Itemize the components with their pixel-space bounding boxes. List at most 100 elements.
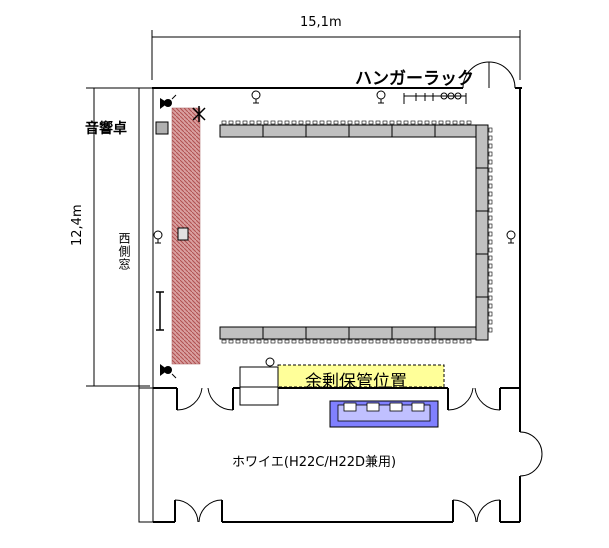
table: [434, 326, 479, 340]
chair: [488, 319, 493, 325]
chair: [368, 339, 374, 344]
chair: [326, 339, 332, 344]
chair: [242, 339, 248, 344]
hanger-rack-label: ハンガーラック: [355, 69, 474, 89]
chair: [228, 339, 234, 344]
chair: [375, 339, 381, 344]
chair: [361, 120, 367, 125]
chair: [445, 339, 451, 344]
table: [475, 124, 489, 169]
reception-desk: [239, 366, 279, 406]
table: [475, 296, 489, 341]
chair: [488, 151, 493, 157]
chair: [417, 120, 423, 125]
speaker-icon: [160, 94, 177, 109]
chair: [431, 339, 437, 344]
chair: [488, 199, 493, 205]
chair: [488, 223, 493, 229]
chair: [221, 339, 227, 344]
chair: [466, 339, 472, 344]
chair: [488, 135, 493, 141]
chair: [305, 120, 311, 125]
west-window-label: 西側窓: [117, 232, 131, 271]
chair: [424, 120, 430, 125]
chair: [319, 120, 325, 125]
spotlight-icon: [153, 230, 163, 244]
chair: [466, 120, 472, 125]
chair: [431, 120, 437, 125]
table: [434, 124, 479, 138]
stand-icon: [156, 291, 164, 331]
height-dimension-label: 12,4m: [70, 204, 85, 246]
chair: [368, 120, 374, 125]
table: [262, 326, 307, 340]
chair: [242, 120, 248, 125]
chair: [298, 339, 304, 344]
foyer-doors: [174, 499, 501, 523]
table: [475, 253, 489, 298]
chair: [249, 120, 255, 125]
chair: [298, 120, 304, 125]
chair: [284, 339, 290, 344]
width-dimension-label: 15,1m: [300, 15, 342, 30]
chair: [235, 120, 241, 125]
hanger-rack: [403, 92, 467, 104]
small-box: [177, 227, 189, 241]
chair: [284, 120, 290, 125]
chair: [459, 339, 465, 344]
table: [262, 124, 307, 138]
chair: [488, 303, 493, 309]
north-door: [462, 61, 516, 89]
chair: [488, 127, 493, 133]
chair: [417, 339, 423, 344]
chair: [347, 339, 353, 344]
chair: [228, 120, 234, 125]
chair: [263, 339, 269, 344]
table-layout: [219, 120, 493, 344]
chair: [375, 120, 381, 125]
table: [391, 124, 436, 138]
chair: [389, 120, 395, 125]
chair: [488, 287, 493, 293]
chair: [488, 191, 493, 197]
storage-rack: [329, 400, 439, 428]
east-door: [519, 431, 543, 477]
chair: [488, 279, 493, 285]
chair: [488, 175, 493, 181]
chair: [424, 339, 430, 344]
chair: [488, 167, 493, 173]
chair: [305, 339, 311, 344]
chair: [403, 339, 409, 344]
table: [348, 124, 393, 138]
chair: [354, 339, 360, 344]
speaker-icon: [160, 364, 177, 379]
chair: [312, 120, 318, 125]
chair: [488, 255, 493, 261]
table: [348, 326, 393, 340]
chair: [410, 120, 416, 125]
x-mark-icon: [192, 106, 206, 122]
table: [475, 210, 489, 255]
chair: [263, 120, 269, 125]
west-window-wall: [138, 87, 154, 523]
chair: [488, 207, 493, 213]
chair: [249, 339, 255, 344]
chair: [488, 231, 493, 237]
chair: [488, 183, 493, 189]
table: [219, 124, 264, 138]
chair: [333, 339, 339, 344]
foyer-south-wall: [153, 500, 520, 523]
chair: [452, 339, 458, 344]
chair: [319, 339, 325, 344]
sound-desk-box: [155, 121, 169, 135]
chair: [488, 215, 493, 221]
chair: [354, 120, 360, 125]
chair: [488, 295, 493, 301]
chair: [488, 239, 493, 245]
chair: [340, 120, 346, 125]
room-doors: [176, 387, 501, 411]
chair: [488, 159, 493, 165]
table: [475, 167, 489, 212]
chair: [403, 120, 409, 125]
